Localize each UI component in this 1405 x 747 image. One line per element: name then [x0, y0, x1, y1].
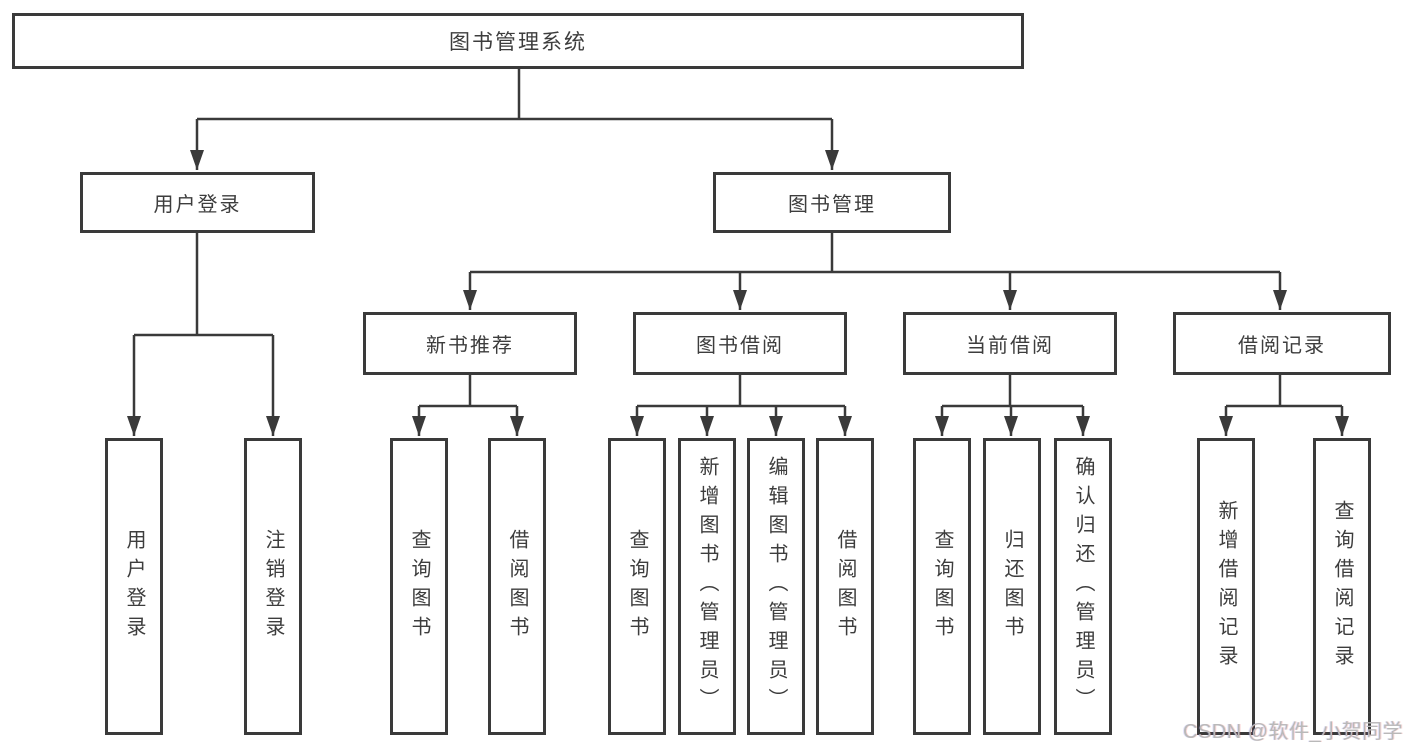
node-book-manage: 图书管理 [713, 172, 951, 233]
leaf-newbooks-query-books: 查询图书 [390, 438, 448, 735]
leaf-current-query-books: 查询图书 [913, 438, 971, 735]
watermark-text: CSDN @软件_小贺同学 [1183, 721, 1404, 743]
leaf-user-login: 用户登录 [105, 438, 163, 735]
leaf-records-add-record: 新增借阅记录 [1197, 438, 1255, 735]
leaf-borrow-query-books: 查询图书 [608, 438, 666, 735]
leaf-borrow-edit-books-admin: 编辑图书（管理员） [747, 438, 805, 735]
leaf-borrow-borrow-books: 借阅图书 [816, 438, 874, 735]
node-new-books: 新书推荐 [363, 312, 577, 375]
leaf-current-confirm-return-admin: 确认归还（管理员） [1054, 438, 1112, 735]
leaf-newbooks-borrow-books: 借阅图书 [488, 438, 546, 735]
leaf-logout: 注销登录 [244, 438, 302, 735]
node-root: 图书管理系统 [12, 13, 1024, 69]
leaf-records-query-record: 查询借阅记录 [1313, 438, 1371, 735]
leaf-current-return-books: 归还图书 [983, 438, 1041, 735]
node-borrow-records: 借阅记录 [1173, 312, 1391, 375]
leaf-borrow-add-books-admin: 新增图书（管理员） [678, 438, 736, 735]
node-user-login: 用户登录 [80, 172, 315, 233]
node-book-borrow: 图书借阅 [633, 312, 847, 375]
node-current-borrow: 当前借阅 [903, 312, 1117, 375]
